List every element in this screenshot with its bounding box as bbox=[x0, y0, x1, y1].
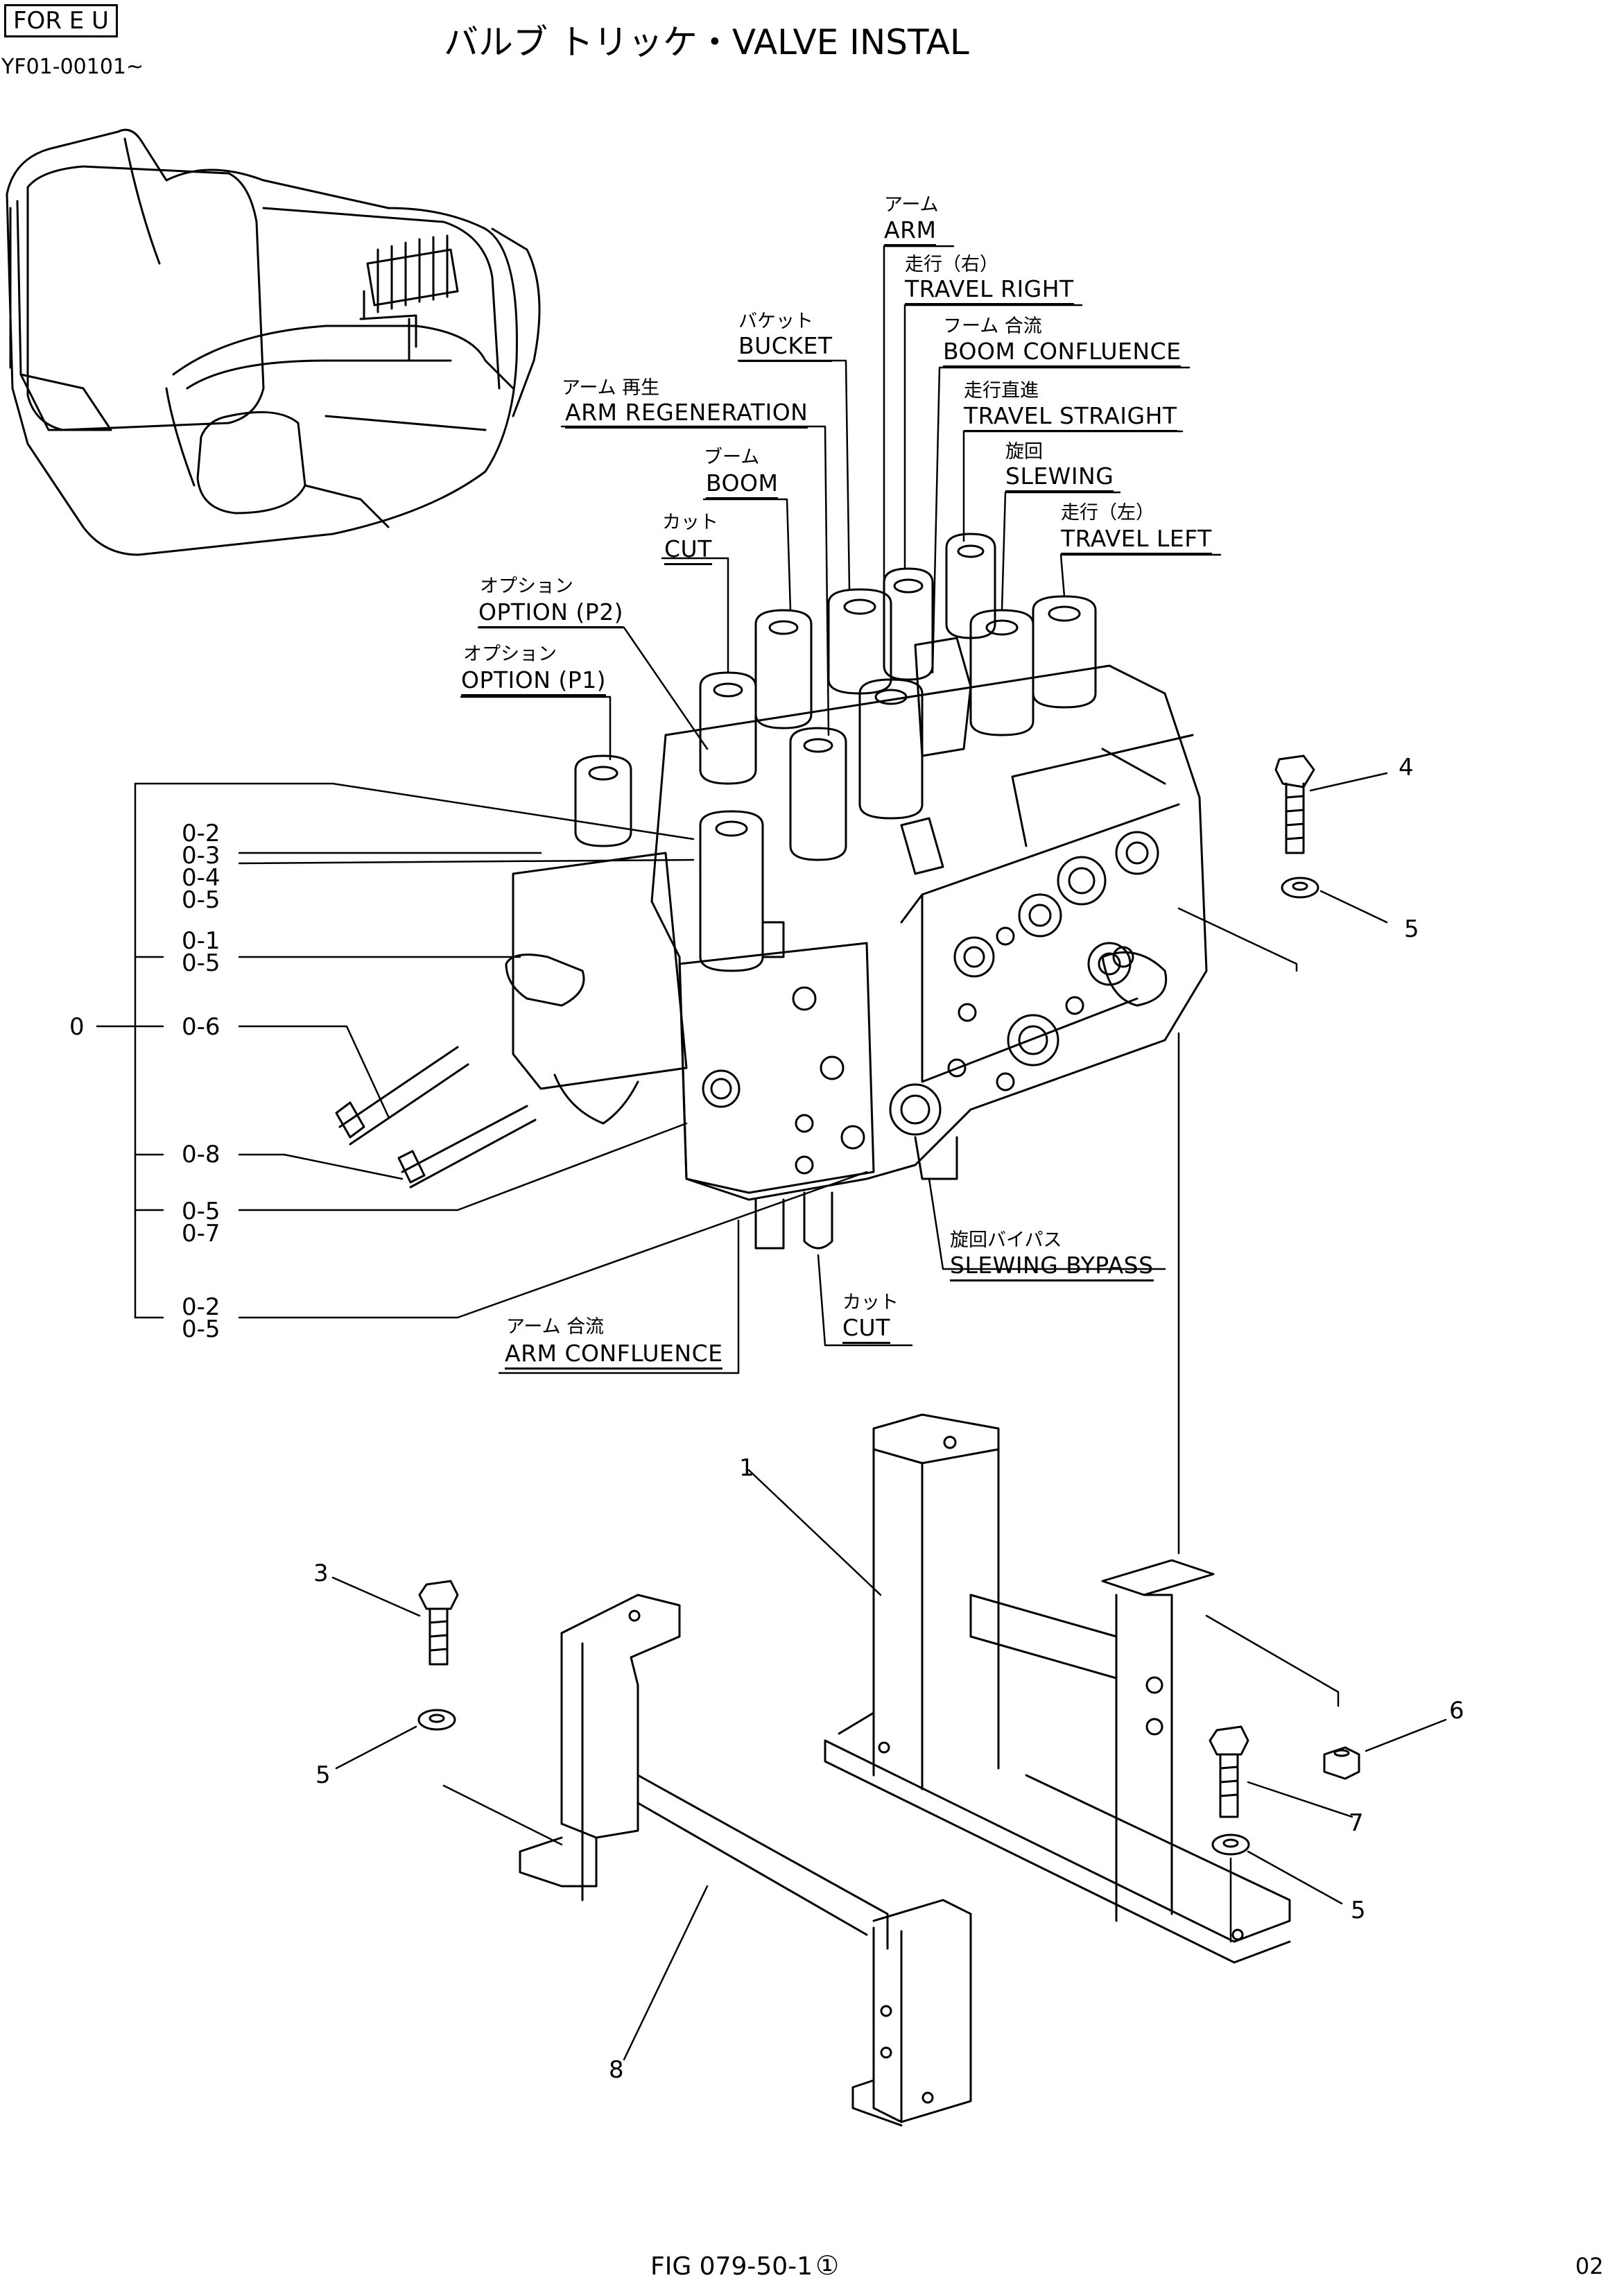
label-travel-straight: TRAVEL STRAIGHT bbox=[964, 404, 1177, 432]
subpart-0-5c: 0-5 bbox=[182, 1198, 220, 1225]
callout-5-lower: 5 bbox=[1351, 1897, 1366, 1924]
label-cut-bottom: CUT bbox=[842, 1316, 890, 1344]
callout-3: 3 bbox=[313, 1560, 329, 1587]
page-number: 02 bbox=[1575, 2253, 1604, 2279]
label-boom-confluence: BOOM CONFLUENCE bbox=[943, 340, 1181, 368]
stand-part-8 bbox=[519, 1594, 972, 2127]
subpart-0-6: 0-6 bbox=[182, 1013, 220, 1041]
machine-overview-illustration bbox=[6, 128, 541, 556]
label-travel-left: TRAVEL LEFT bbox=[1061, 527, 1212, 555]
figure-revision: ① bbox=[815, 2250, 840, 2281]
label-arm: ARM bbox=[884, 218, 937, 246]
subpart-0-2b: 0-2 bbox=[182, 1293, 220, 1321]
subpart-0-2: 0-2 bbox=[182, 820, 220, 847]
subpart-0-8: 0-8 bbox=[182, 1141, 220, 1168]
callout-1: 1 bbox=[739, 1454, 754, 1482]
washer-part-5-left bbox=[335, 1709, 563, 1846]
label-leaders bbox=[460, 245, 1222, 1374]
control-valve-body bbox=[335, 533, 1208, 1250]
callout-7: 7 bbox=[1349, 1809, 1364, 1837]
label-option-p2: OPTION (P2) bbox=[478, 601, 624, 628]
label-slewing-bypass-jp: 旋回バイパス bbox=[950, 1229, 1062, 1251]
figure-code: FIG 079-50-1 bbox=[650, 2252, 813, 2281]
label-slewing: SLEWING bbox=[1005, 465, 1114, 492]
callout-4: 4 bbox=[1399, 754, 1414, 782]
bolt-part-3 bbox=[331, 1576, 459, 1666]
callout-6: 6 bbox=[1449, 1697, 1464, 1725]
washer-part-5-lower bbox=[1211, 1833, 1343, 1943]
label-travel-right-jp: 走行（右） bbox=[905, 254, 998, 275]
subpart-0-3: 0-3 bbox=[182, 842, 220, 870]
callout-8: 8 bbox=[609, 2056, 624, 2084]
label-bucket-jp: バケット bbox=[738, 311, 813, 332]
washer-part-5-right bbox=[1177, 877, 1388, 972]
label-travel-left-jp: 走行（左） bbox=[1061, 502, 1154, 524]
label-arm-confluence-jp: アーム 合流 bbox=[506, 1316, 605, 1338]
label-option-p2-jp: オプション bbox=[480, 576, 573, 597]
subpart-0-5b: 0-5 bbox=[182, 949, 220, 977]
subpart-root: 0 bbox=[69, 1013, 85, 1041]
label-boom-confluence-jp: フーム 合流 bbox=[943, 316, 1042, 337]
callout-5-left: 5 bbox=[315, 1761, 331, 1789]
label-option-p1: OPTION (P1) bbox=[461, 668, 607, 696]
label-boom-jp: ブーム bbox=[704, 447, 760, 468]
nut-part-6 bbox=[1323, 1718, 1447, 1780]
label-boom: BOOM bbox=[706, 472, 779, 499]
serial-number: YF01-00101~ bbox=[1, 55, 144, 79]
subpart-0-7: 0-7 bbox=[182, 1220, 220, 1248]
stand-part-1 bbox=[747, 1413, 1340, 1964]
bolt-part-7 bbox=[1209, 1725, 1353, 1818]
page-title: バルブ トリッケ・VALVE INSTAL bbox=[444, 22, 969, 62]
label-cut-top-jp: カット bbox=[662, 512, 718, 533]
label-travel-straight-jp: 走行直進 bbox=[964, 380, 1039, 402]
subpart-0-4: 0-4 bbox=[182, 864, 220, 892]
label-slewing-bypass: SLEWING BYPASS bbox=[950, 1254, 1154, 1281]
subpart-0-1: 0-1 bbox=[182, 927, 220, 955]
label-option-p1-jp: オプション bbox=[463, 644, 557, 665]
subpart-bracket bbox=[96, 782, 868, 1319]
subpart-0-5: 0-5 bbox=[182, 886, 220, 914]
label-cut-top: CUT bbox=[664, 537, 712, 565]
label-arm-regeneration: ARM REGENERATION bbox=[565, 401, 808, 429]
callout-5-right: 5 bbox=[1404, 915, 1419, 943]
label-arm-confluence: ARM CONFLUENCE bbox=[505, 1342, 723, 1370]
region-tag: FOR E U bbox=[4, 4, 118, 37]
label-cut-bottom-jp: カット bbox=[842, 1292, 899, 1313]
subpart-0-5d: 0-5 bbox=[182, 1315, 220, 1343]
bolt-part-4 bbox=[1274, 754, 1388, 854]
label-slewing-jp: 旋回 bbox=[1005, 441, 1043, 463]
label-arm-regeneration-jp: アーム 再生 bbox=[562, 377, 660, 399]
label-arm-jp: アーム bbox=[884, 194, 939, 216]
label-bucket: BUCKET bbox=[738, 334, 833, 362]
label-travel-right: TRAVEL RIGHT bbox=[905, 277, 1074, 305]
